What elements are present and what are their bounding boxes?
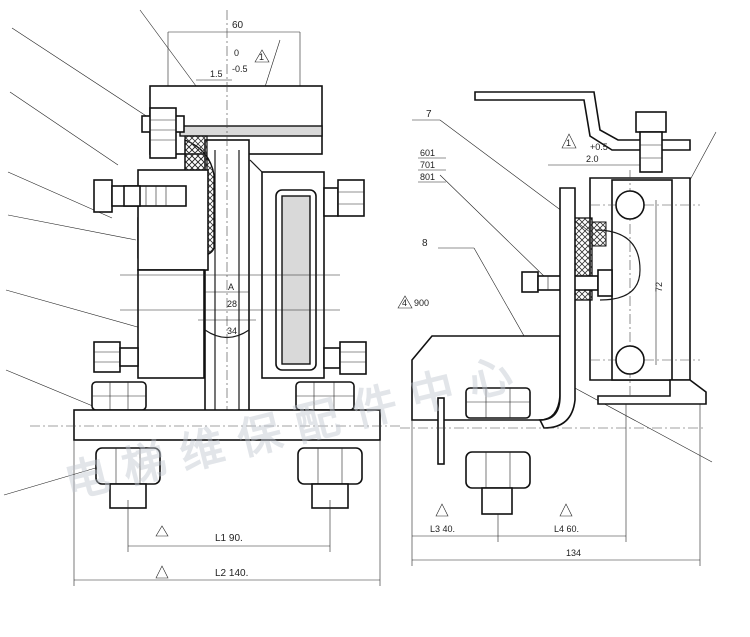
dim-tol-label: +0.5 [590, 142, 608, 152]
inner-dims: A 28 34 [120, 274, 340, 336]
right-view: 7 601 701 801 8 4 900 1 +0.5 2.0 [397, 91, 717, 566]
dim-134-label: 134 [566, 548, 581, 558]
dim-72: 72 [654, 200, 664, 365]
liner-dark-pad [591, 221, 607, 247]
top-hook-bracket [474, 91, 691, 151]
dim-900-label: 900 [414, 298, 429, 308]
dim-134: 134 [412, 404, 701, 566]
dim-900: 4 900 [397, 295, 429, 309]
bottom-bolt-rv [465, 451, 531, 515]
dim-28-label: 28 [227, 299, 237, 309]
bolt-lower-left [93, 341, 139, 373]
dim-60: 60 0 -0.5 1 1.5 [167, 20, 301, 88]
base-plate-left [73, 409, 381, 441]
dim-34-label: 34 [227, 326, 237, 336]
dim-l2: L2 140. [73, 440, 381, 586]
l2-label: L2 140. [215, 568, 248, 579]
l1-label: L1 90. [215, 533, 243, 544]
dim-2-label: 2.0 [586, 154, 599, 164]
bolt-lower-right [323, 341, 367, 375]
guide-rail [204, 10, 250, 430]
dim-l3: L3 40. [411, 420, 499, 566]
svg-text:4: 4 [402, 298, 407, 308]
base-nut-rv [465, 387, 531, 419]
pin-vertical [437, 397, 445, 465]
dim-l1: L1 90. [127, 500, 331, 552]
part-601-label: 601 [420, 148, 435, 158]
dim-a-label: A [228, 282, 234, 292]
dim-l4: L4 60. [498, 404, 627, 542]
clamp-plate [179, 125, 323, 137]
bolt-upper-left [93, 179, 187, 213]
part-number-stack: 601 701 801 [418, 148, 446, 183]
dim-gap-label: 1.5 [210, 69, 223, 79]
part-8-label: 8 [422, 238, 428, 249]
top-bolt [141, 107, 185, 159]
bolt-upper-right [323, 179, 365, 217]
part-801-label: 801 [420, 172, 435, 182]
left-view: 60 0 -0.5 1 1.5 [3, 9, 400, 586]
tol-upper-label: 0 [234, 48, 239, 58]
svg-text:1: 1 [566, 138, 571, 148]
top-bolt-right [635, 111, 667, 173]
base-nut-left [91, 381, 147, 411]
dim-60-label: 60 [232, 20, 244, 31]
bottom-bolt-right [297, 447, 363, 509]
svg-text:1: 1 [259, 52, 264, 62]
part-7-label: 7 [426, 109, 432, 120]
l4-label: L4 60. [554, 524, 579, 534]
tol-lower-label: -0.5 [232, 64, 248, 74]
tol-callout: 1 +0.5 2.0 [548, 133, 640, 166]
dim-72-label: 72 [654, 282, 664, 292]
part-701-label: 701 [420, 160, 435, 170]
l3-label: L3 40. [430, 524, 455, 534]
